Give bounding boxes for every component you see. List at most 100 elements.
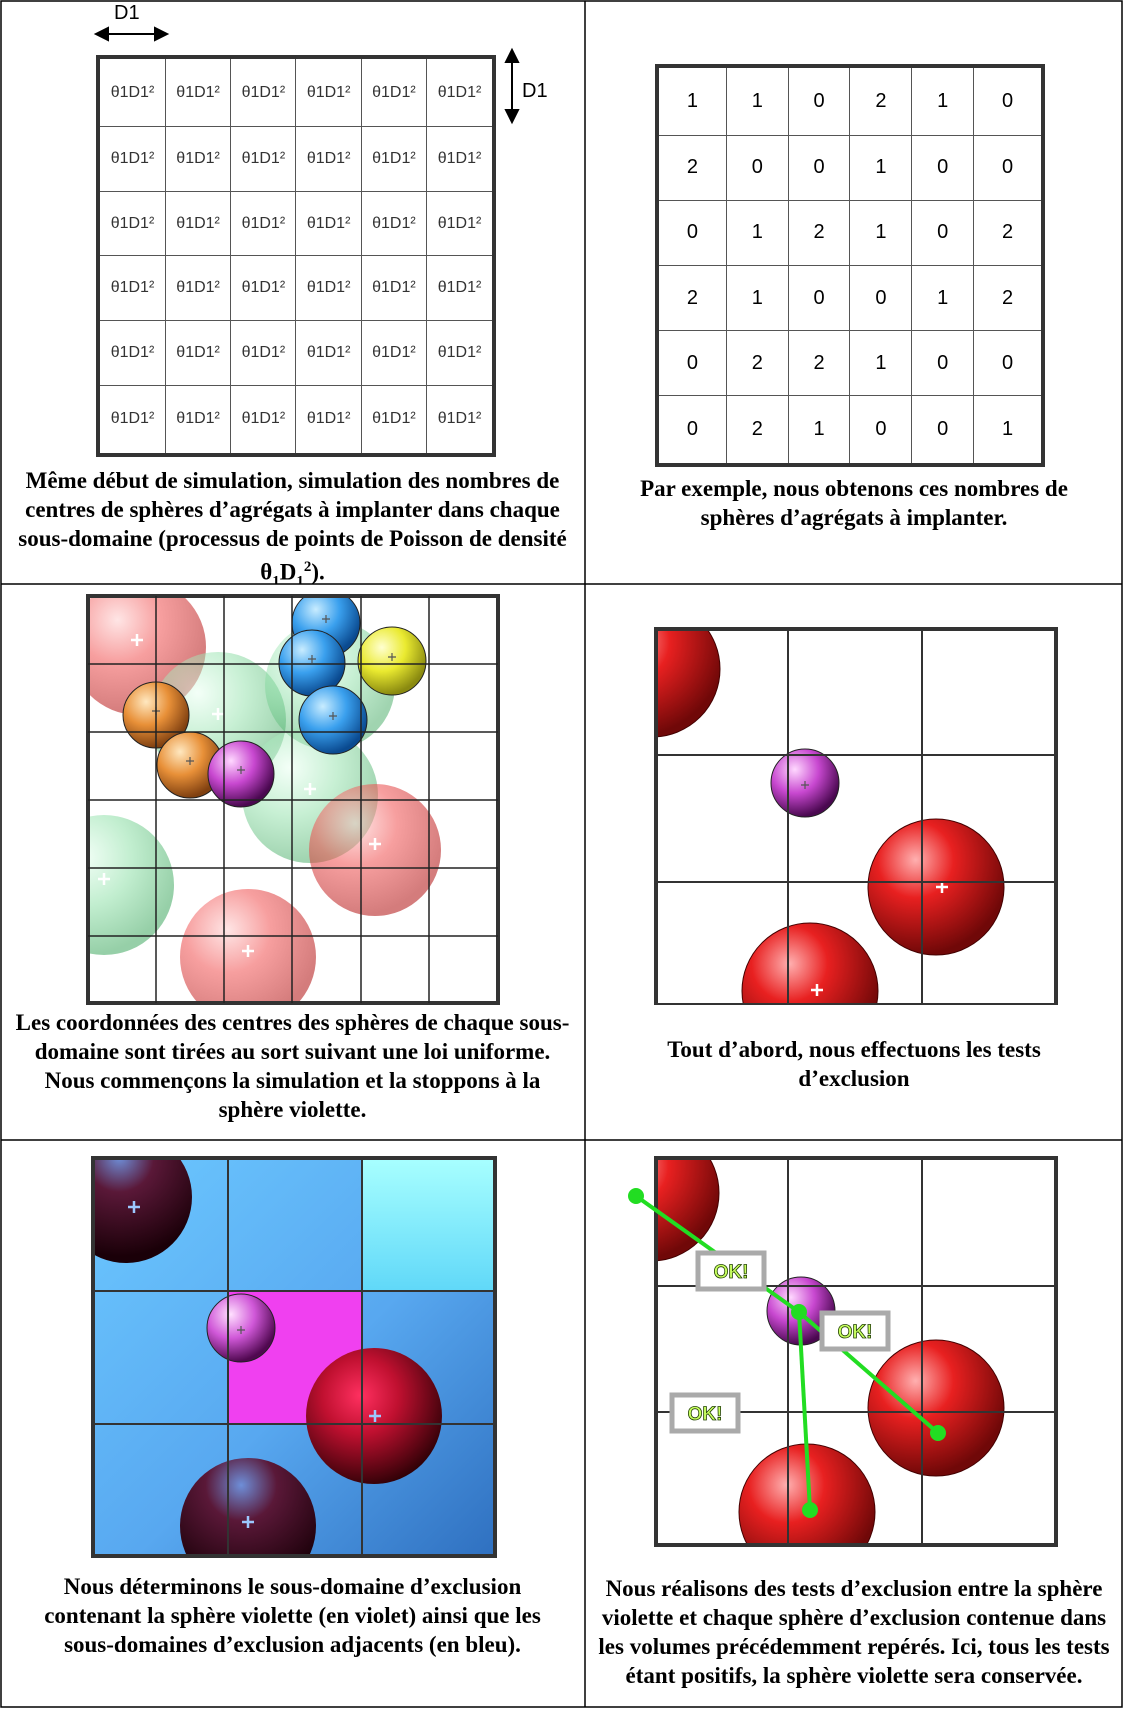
grid-cell: θ1D1² <box>165 385 230 455</box>
svg-text:OK!: OK! <box>838 1322 873 1343</box>
grid-row: θ1D1²θ1D1²θ1D1²θ1D1²θ1D1²θ1D1² <box>98 127 494 192</box>
grid-cell: θ1D1² <box>361 127 426 192</box>
count-cell: 0 <box>657 396 726 465</box>
count-cell: 2 <box>657 265 726 330</box>
count-cell: 0 <box>788 66 850 135</box>
grid-cell: θ1D1² <box>427 385 494 455</box>
count-cell: 1 <box>912 66 974 135</box>
grid-cell: θ1D1² <box>296 256 361 321</box>
grid-cell: θ1D1² <box>361 385 426 455</box>
svg-text:OK!: OK! <box>688 1404 723 1425</box>
count-cell: 0 <box>974 66 1043 135</box>
grid-cell: θ1D1² <box>165 57 230 127</box>
count-cell: 2 <box>788 331 850 396</box>
count-cell: 1 <box>726 265 788 330</box>
count-row: 022100 <box>657 331 1043 396</box>
grid-cell: θ1D1² <box>98 127 165 192</box>
grid-cell: θ1D1² <box>98 385 165 455</box>
grid-cell: θ1D1² <box>165 191 230 256</box>
count-cell: 1 <box>657 66 726 135</box>
count-cell: 2 <box>657 135 726 200</box>
red-sphere <box>868 1340 1004 1476</box>
panel4-caption: Tout d’abord, nous effectuons les tests … <box>586 1035 1122 1093</box>
red-sphere <box>742 923 878 1005</box>
panel-tests-result: OK! OK! OK! Nous réalisons des tests d’e… <box>586 1141 1122 1707</box>
grid-cell: θ1D1² <box>361 57 426 127</box>
tests-scene: OK! OK! OK! <box>586 1141 1122 1561</box>
exclusion-scene <box>586 585 1122 1005</box>
grid-cell: θ1D1² <box>296 127 361 192</box>
count-cell: 0 <box>850 265 912 330</box>
count-cell: 2 <box>974 200 1043 265</box>
grid-cell: θ1D1² <box>231 256 296 321</box>
count-cell: 0 <box>726 135 788 200</box>
grid-cell: θ1D1² <box>231 57 296 127</box>
count-cell: 1 <box>726 66 788 135</box>
count-cell: 1 <box>974 396 1043 465</box>
ok-badge: OK! <box>672 1395 738 1431</box>
count-cell: 1 <box>912 265 974 330</box>
count-cell: 2 <box>726 396 788 465</box>
grid-cell: θ1D1² <box>427 127 494 192</box>
grid-cell: θ1D1² <box>361 256 426 321</box>
grid-cell: θ1D1² <box>165 321 230 386</box>
grid-cell: θ1D1² <box>98 57 165 127</box>
grid-cell: θ1D1² <box>231 385 296 455</box>
count-cell: 1 <box>726 200 788 265</box>
count-cell: 0 <box>912 331 974 396</box>
count-cell: 0 <box>912 135 974 200</box>
count-cell: 0 <box>788 265 850 330</box>
adjacent-subdomain-light <box>362 1158 495 1291</box>
count-cell: 0 <box>912 200 974 265</box>
panel5-caption: Nous déterminons le sous-domaine d’exclu… <box>0 1572 585 1659</box>
panel1-caption: Même début de simulation, simulation des… <box>0 466 585 584</box>
count-cell: 2 <box>726 331 788 396</box>
grid-cell: θ1D1² <box>427 191 494 256</box>
count-cell: 0 <box>657 200 726 265</box>
grid-cell: θ1D1² <box>165 256 230 321</box>
count-cell: 0 <box>912 396 974 465</box>
grid-cell: θ1D1² <box>98 256 165 321</box>
grid-cell: θ1D1² <box>98 321 165 386</box>
svg-text:OK!: OK! <box>714 1262 749 1283</box>
ok-badge: OK! <box>822 1313 888 1349</box>
grid-cell: θ1D1² <box>296 385 361 455</box>
panel6-caption: Nous réalisons des tests d’exclusion ent… <box>586 1574 1122 1690</box>
panel-counts: 110210200100012102210012022100021001 Par… <box>586 0 1122 584</box>
grid-cell: θ1D1² <box>296 191 361 256</box>
subdomain-scene <box>0 1141 585 1561</box>
grid-cell: θ1D1² <box>361 191 426 256</box>
grid-cell: θ1D1² <box>427 57 494 127</box>
ok-badge: OK! <box>698 1253 764 1289</box>
count-cell: 0 <box>657 331 726 396</box>
grid-cell: θ1D1² <box>231 191 296 256</box>
grid-cell: θ1D1² <box>296 321 361 386</box>
panel-grid-density: D1 D1 θ1D1²θ1D1²θ1D1²θ1D1²θ1D1²θ1D1²θ1D1… <box>0 0 585 584</box>
panel3-caption: Les coordonnées des centres des sphères … <box>0 1008 585 1124</box>
grid-cell: θ1D1² <box>427 321 494 386</box>
count-cell: 1 <box>788 396 850 465</box>
grid-cell: θ1D1² <box>165 127 230 192</box>
panel2-caption: Par exemple, nous obtenons ces nombres d… <box>586 474 1122 532</box>
red-sphere <box>586 601 720 737</box>
count-cell: 0 <box>850 396 912 465</box>
grid-cell: θ1D1² <box>296 57 361 127</box>
count-cell: 0 <box>974 331 1043 396</box>
grid-cell: θ1D1² <box>427 256 494 321</box>
d1-label-side: D1 <box>522 80 548 103</box>
panel-exclusion-subdomains: Nous déterminons le sous-domaine d’exclu… <box>0 1141 585 1707</box>
count-cell: 0 <box>788 135 850 200</box>
count-cell: 2 <box>788 200 850 265</box>
count-cell: 2 <box>850 66 912 135</box>
panel-exclusion-tests: Tout d’abord, nous effectuons les tests … <box>586 585 1122 1140</box>
